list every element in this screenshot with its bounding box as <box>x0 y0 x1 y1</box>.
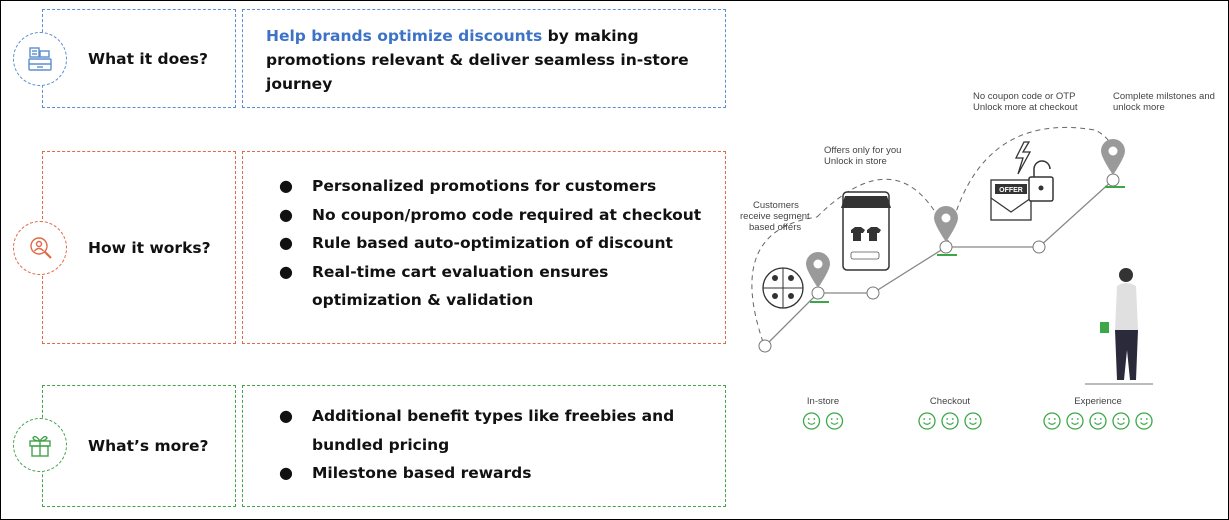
stage-label: Experience <box>1074 396 1122 407</box>
cash-register-icon <box>13 32 67 86</box>
list-item: ●Real-time cart evaluation ensures optim… <box>279 261 609 310</box>
smiley-icon <box>802 412 821 430</box>
smiley-icon <box>1066 412 1084 430</box>
row-label: How it works? <box>88 238 211 257</box>
smiley-icon <box>825 412 844 430</box>
row-label: What’s more? <box>88 437 209 455</box>
smiley-icon <box>941 412 959 430</box>
callout-text: based offers <box>749 222 801 233</box>
row-label: What it does? <box>88 49 208 68</box>
stage-label: Checkout <box>930 396 970 407</box>
smiley-icon <box>1043 412 1061 430</box>
callout-text: Offers only for you <box>824 145 901 156</box>
smiley-group <box>802 412 1153 430</box>
location-pin-icon <box>1101 139 1125 175</box>
user-search-icon <box>13 221 67 275</box>
list-item: ●Milestone based rewards <box>279 463 532 482</box>
row-whats-more-label-box: What’s more? <box>42 385 236 507</box>
gift-icon <box>13 418 67 472</box>
callout-text: unlock more <box>1113 102 1165 113</box>
body-text: by making promotions relevant & deliver … <box>266 27 689 93</box>
location-pin-icon <box>806 252 830 288</box>
smiley-icon <box>964 412 982 430</box>
location-pin-icon <box>934 206 958 242</box>
row-whats-more-content-box: ●Additional benefit types like freebies … <box>242 385 726 507</box>
callout-text: Unlock more at checkout <box>973 102 1078 113</box>
bullet-list: ●Personalized promotions for customers ●… <box>279 172 705 315</box>
list-item: ●Rule based auto-optimization of discoun… <box>279 233 673 252</box>
row-how-it-works-content-box: ●Personalized promotions for customers ●… <box>242 151 726 344</box>
bullet-list: ●Additional benefit types like freebies … <box>279 402 705 488</box>
smiley-icon <box>918 412 936 430</box>
row-what-it-does-label-box: What it does? <box>42 9 236 108</box>
list-item: ●Personalized promotions for customers <box>279 176 657 195</box>
callout-text: Customers <box>753 200 799 211</box>
smiley-icon <box>1112 412 1130 430</box>
callout-text: Complete milstones and <box>1113 91 1215 102</box>
callout-text: receive segment <box>740 211 810 222</box>
offer-sign-text: OFFER <box>999 187 1023 194</box>
customer-journey-illustration: OFFER Customers receive segment based of… <box>740 91 1215 430</box>
callout-text: Unlock in store <box>824 156 887 167</box>
stage-label: In-store <box>807 396 839 407</box>
smiley-icon <box>1135 412 1153 430</box>
callout-text: No coupon code or OTP <box>973 91 1075 102</box>
row-how-it-works-label-box: How it works? <box>42 151 236 344</box>
highlight-text: Help brands optimize discounts <box>266 27 543 45</box>
row-what-it-does-content-box: Help brands optimize discounts by making… <box>242 9 726 108</box>
list-item: ●No coupon/promo code required at checko… <box>279 204 702 224</box>
smiley-icon <box>1089 412 1107 430</box>
list-item: ●Additional benefit types like freebies … <box>279 406 675 454</box>
